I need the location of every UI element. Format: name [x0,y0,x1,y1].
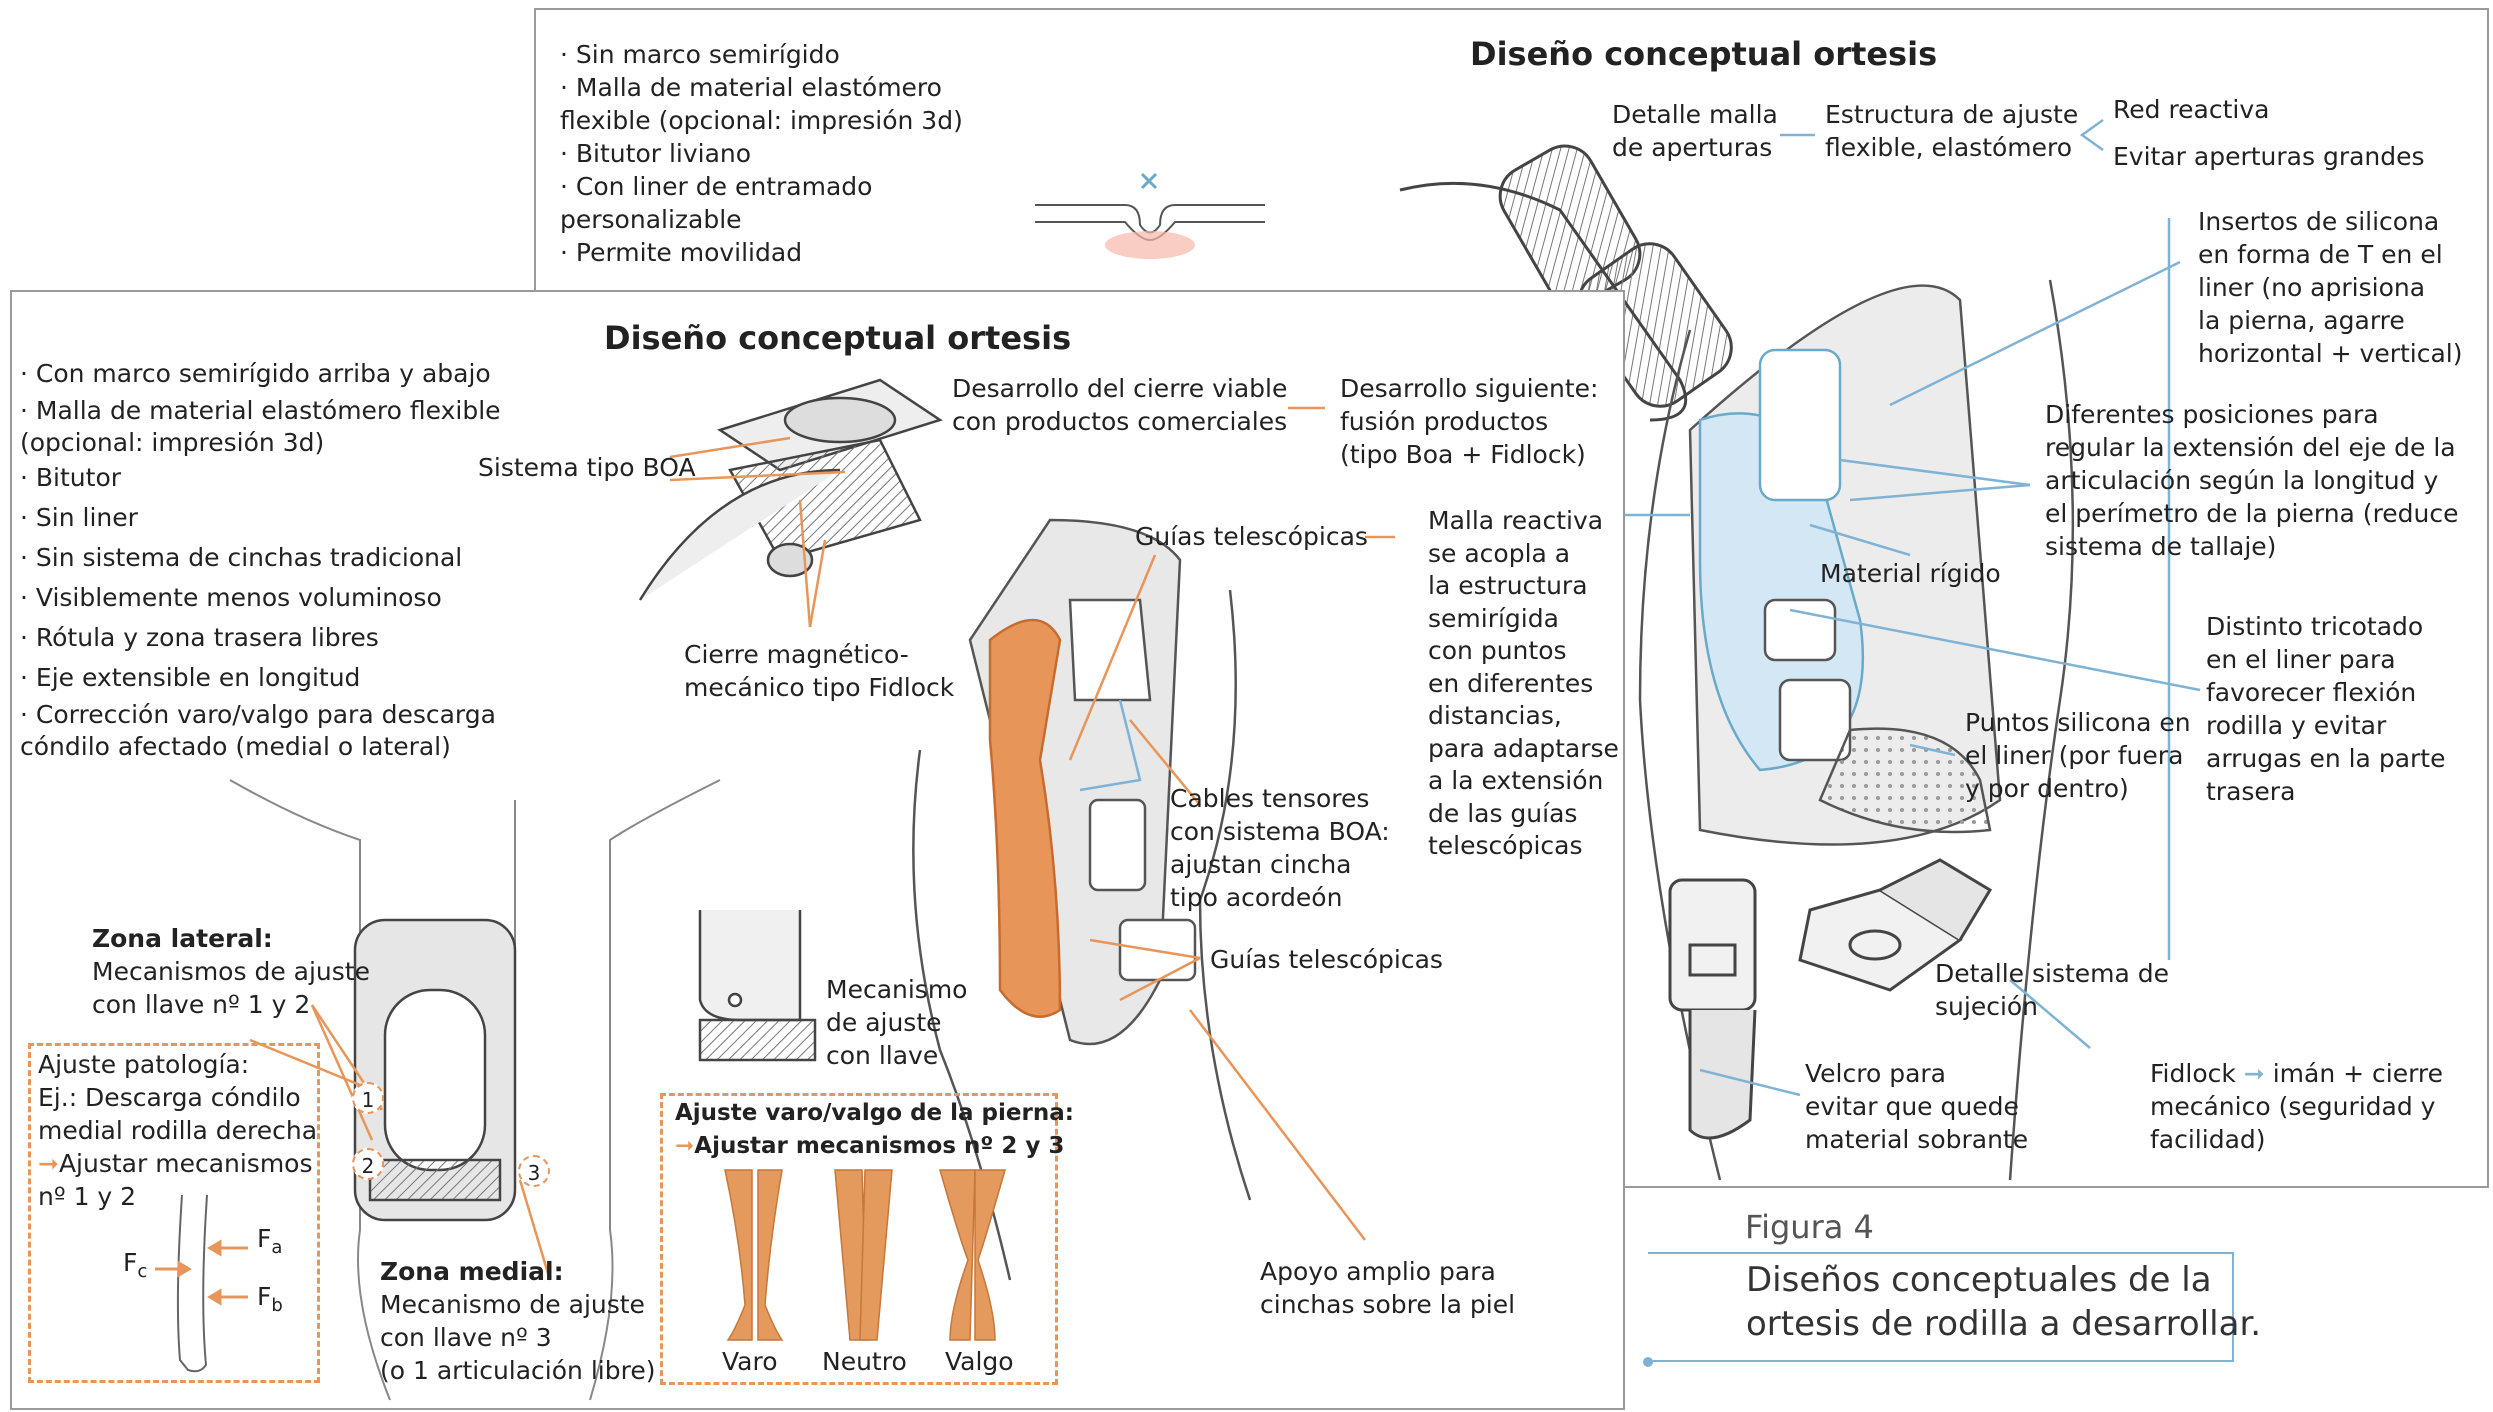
front-bullet: (opcional: impresión 3d) [20,428,501,458]
label-line: con llave nº 1 y 2 [92,988,370,1021]
label-line: Apoyo amplio para [1260,1255,1515,1288]
label-line: Cierre magnético- [684,638,954,671]
force-sub: a [271,1237,282,1258]
label-line: tipo acordeón [1170,881,1390,914]
leg-label-neutro: Neutro [822,1345,907,1378]
label-line: ajustan cincha [1170,848,1390,881]
arrow-right-icon: ➞ [38,1149,59,1178]
label-zona-lateral: Zona lateral: Mecanismos de ajuste con l… [92,922,370,1021]
label-cables: Cables tensores con sistema BOA: ajustan… [1170,782,1390,914]
figure-caption: Diseños conceptuales de la ortesis de ro… [1746,1258,2261,1346]
label-cierre: Cierre magnético- mecánico tipo Fidlock [684,638,954,704]
label-line: Ajuste patología: [38,1048,317,1081]
caption-line: ortesis de rodilla a desarrollar. [1746,1302,2261,1346]
varo-title: Ajuste varo/valgo de la pierna: [675,1097,1074,1130]
label-line: fusión productos [1340,405,1598,438]
force-a: Fa [257,1222,282,1264]
label-line: Desarrollo del cierre viable [952,372,1287,405]
label-guias-telescopicas-1: Guías telescópicas [1135,520,1368,553]
label-desarrollo-siguiente: Desarrollo siguiente: fusión productos (… [1340,372,1598,471]
label-guias-telescopicas-2: Guías telescópicas [1210,943,1443,976]
front-bullets: · Con marco semirígido arriba y abajo · … [20,354,501,762]
force-sub: c [137,1261,147,1282]
boa-sketch [640,380,940,600]
label-line: la estructura [1428,570,1619,603]
caption-dot [1643,1357,1653,1367]
label-line: con llave nº 3 [380,1321,655,1354]
label-line: telescópicas [1428,830,1619,863]
varo-sub-text: Ajustar mecanismos nº 2 y 3 [694,1133,1064,1159]
front-bullet: · Visiblemente menos voluminoso [20,578,501,618]
label-line: Malla reactiva [1428,505,1619,538]
label-line: Mecanismo [826,973,967,1006]
force-letter: F [123,1248,137,1277]
label-line: (o 1 articulación libre) [380,1354,655,1387]
leg-label-varo: Varo [722,1345,778,1378]
label-line: semirígida [1428,603,1619,636]
label-line: en diferentes [1428,668,1619,701]
caption-line: Diseños conceptuales de la [1746,1258,2261,1302]
label-line: Desarrollo siguiente: [1340,372,1598,405]
force-sub: b [271,1295,282,1316]
figure-label: Figura 4 [1745,1208,1874,1246]
label-line: (tipo Boa + Fidlock) [1340,438,1598,471]
front-bullet: · Eje extensible en longitud [20,658,501,698]
front-bullet: · Rótula y zona trasera libres [20,618,501,658]
label-line: de las guías [1428,798,1619,831]
key-mechanism-sketch [700,910,815,1060]
varo-subtitle: ➞Ajustar mecanismos nº 2 y 3 [675,1130,1064,1163]
front-title: Diseño conceptual ortesis [604,322,1071,355]
label-zona-medial: Zona medial: Mecanismo de ajuste con lla… [380,1255,655,1387]
label-line: se acopla a [1428,538,1619,571]
label-line: Mecanismos de ajuste [92,955,370,988]
label-line: con productos comerciales [952,405,1287,438]
zona-lateral-title: Zona lateral: [92,922,370,955]
zona-medial-title: Zona medial: [380,1255,655,1288]
label-ajuste-patologia: Ajuste patología: Ej.: Descarga cóndilo … [38,1048,317,1213]
label-line: Ej.: Descarga cóndilo [38,1081,317,1114]
figure-caption-box: Diseños conceptuales de la ortesis de ro… [1648,1252,2234,1362]
label-line: cinchas sobre la piel [1260,1288,1515,1321]
label-line: a la extensión [1428,765,1619,798]
label-sistema-boa: Sistema tipo BOA [478,451,696,484]
leg-label-valgo: Valgo [945,1345,1014,1378]
label-line: Cables tensores [1170,782,1390,815]
front-bullet: · Bitutor [20,458,501,498]
front-bullet: · Sin sistema de cinchas tradicional [20,538,501,578]
label-desarrollo-cierre: Desarrollo del cierre viable con product… [952,372,1287,438]
label-line: de ajuste [826,1006,967,1039]
label-line: Ajustar mecanismos [59,1149,313,1178]
front-bullet: · Con marco semirígido arriba y abajo [20,354,501,394]
mechanism-number-2: 2 [352,1148,384,1180]
label-line: nº 1 y 2 [38,1180,317,1213]
label-malla-reactiva: Malla reactiva se acopla a la estructura… [1428,505,1619,863]
label-mecanismo-llave: Mecanismo de ajuste con llave [826,973,967,1072]
front-bullet: cóndilo afectado (medial o lateral) [20,732,501,762]
label-line: medial rodilla derecha [38,1114,317,1147]
label-line: para adaptarse [1428,733,1619,766]
force-letter: F [257,1224,271,1253]
label-line: con sistema BOA: [1170,815,1390,848]
arrow-right-icon: ➞ [675,1133,694,1159]
label-line: Mecanismo de ajuste [380,1288,655,1321]
front-bullet: · Malla de material elastómero flexible [20,394,501,428]
label-line: mecánico tipo Fidlock [684,671,954,704]
force-letter: F [257,1282,271,1311]
mechanism-number-3: 3 [518,1155,550,1187]
front-bullet: · Sin liner [20,498,501,538]
label-line: con llave [826,1039,967,1072]
label-line: con puntos [1428,635,1619,668]
label-line: distancias, [1428,700,1619,733]
mechanism-number-1: 1 [352,1082,384,1114]
force-b: Fb [257,1280,283,1322]
front-bullet: · Corrección varo/valgo para descarga [20,698,501,732]
label-apoyo: Apoyo amplio para cinchas sobre la piel [1260,1255,1515,1321]
force-c: Fc [123,1246,147,1288]
